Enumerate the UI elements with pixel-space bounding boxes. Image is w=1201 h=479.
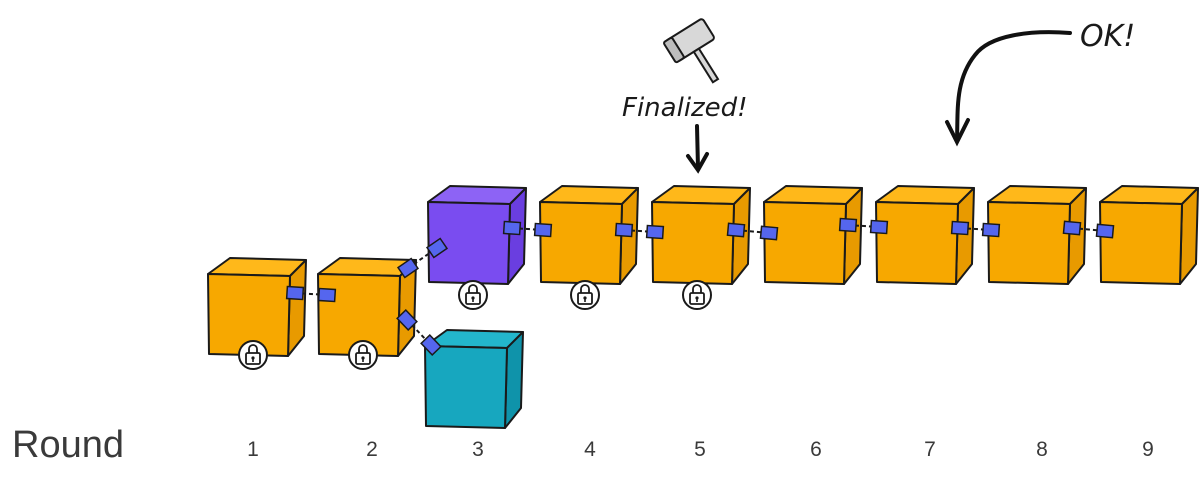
lock-icon: [238, 340, 268, 370]
round-number-6: 6: [810, 438, 822, 461]
round-number-9: 9: [1142, 438, 1154, 461]
chain-link: [1062, 220, 1115, 239]
chain-link: [950, 220, 1001, 238]
finalized-label: Finalized!: [622, 93, 748, 123]
chain-link: [726, 222, 779, 241]
round-number-2: 2: [366, 438, 378, 461]
block-round-3-purple: [427, 185, 527, 285]
block-round-3-teal: [424, 329, 524, 429]
lock-icon: [348, 340, 378, 370]
block-round-4-orange: [539, 185, 639, 285]
hammer-icon: [663, 18, 720, 84]
chain-link: [396, 237, 449, 279]
chain-link: [614, 222, 665, 240]
chain-link: [285, 285, 337, 303]
curved-arrow-icon: [945, 30, 1072, 147]
round-number-1: 1: [247, 438, 259, 461]
block-round-6-orange: [763, 185, 863, 285]
round-number-5: 5: [694, 438, 706, 461]
block-round-5-orange: [651, 185, 751, 285]
block-round-1-orange: [207, 257, 307, 357]
round-number-8: 8: [1036, 438, 1048, 461]
round-number-4: 4: [584, 438, 596, 461]
ok-label: OK!: [1080, 19, 1135, 54]
lock-icon: [458, 280, 488, 310]
round-axis-label: Round: [12, 424, 124, 466]
chain-link: [396, 309, 442, 356]
block-round-9-orange: [1099, 185, 1199, 285]
round-number-3: 3: [472, 438, 484, 461]
down-arrow-icon: [686, 124, 709, 174]
round-number-7: 7: [924, 438, 936, 461]
chain-link: [838, 217, 889, 235]
block-round-8-orange: [987, 185, 1087, 285]
block-round-7-orange: [875, 185, 975, 285]
chain-link: [502, 220, 553, 238]
lock-icon: [682, 280, 712, 310]
lock-icon: [570, 280, 600, 310]
